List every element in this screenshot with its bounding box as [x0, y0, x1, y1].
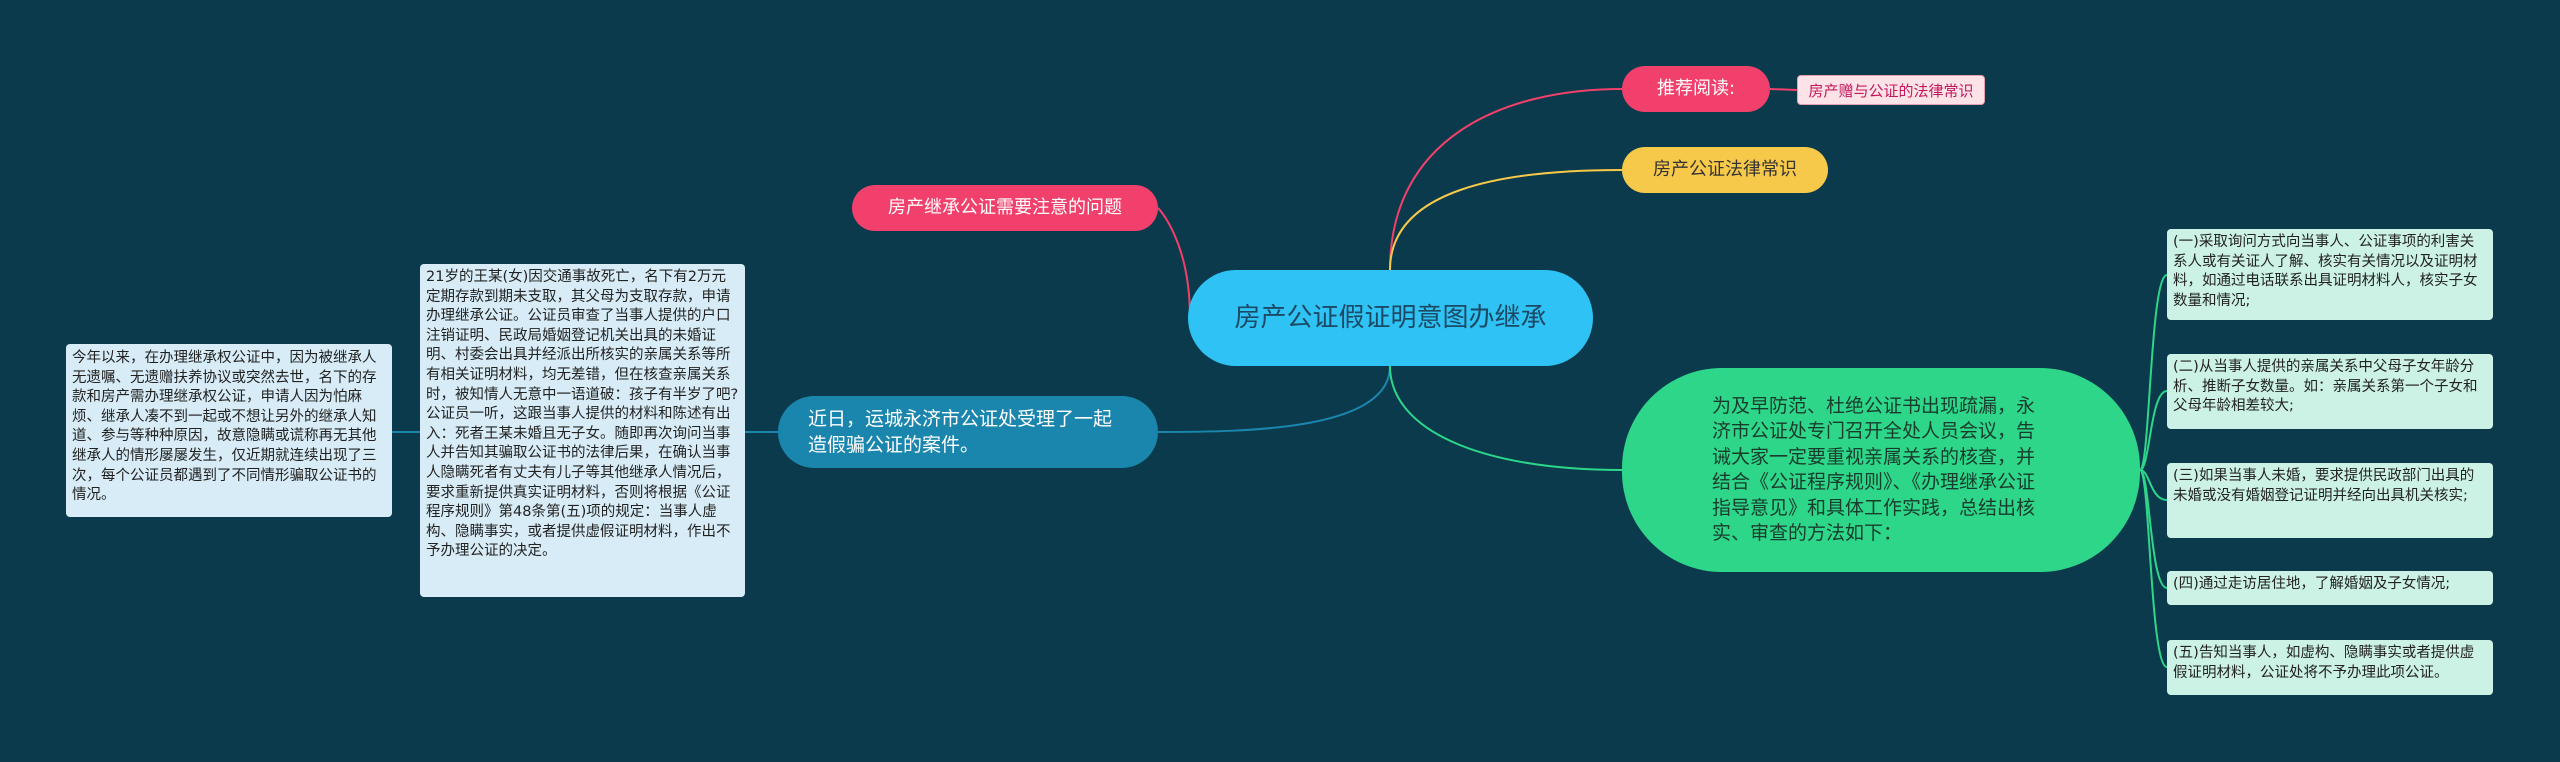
- recommend-reading-node[interactable]: 推荐阅读:: [1622, 66, 1770, 112]
- case-node[interactable]: 近日，运城永济市公证处受理了一起造假骗公证的案件。: [778, 396, 1158, 468]
- link-center-recommend: [1389, 88, 1623, 271]
- link-prevent-item-1: [2139, 274, 2168, 471]
- inheritance-issue-node[interactable]: 房产继承公证需要注意的问题: [852, 185, 1158, 231]
- link-prevent-item-5: [2139, 469, 2168, 668]
- link-center-case: [1157, 365, 1391, 433]
- law-knowledge-node[interactable]: 房产公证法律常识: [1622, 147, 1828, 193]
- central-topic[interactable]: 房产公证假证明意图办继承: [1188, 270, 1593, 366]
- method-item-2: (二)从当事人提供的亲属关系中父母子女年龄分析、推断子女数量。如：亲属关系第一个…: [2167, 354, 2493, 429]
- prevention-node[interactable]: 为及早防范、杜绝公证书出现疏漏，永济市公证处专门召开全处人员会议，告诫大家一定要…: [1622, 368, 2140, 572]
- method-item-1: (一)采取询问方式向当事人、公证事项的利害关系人或有关证人了解、核实有关情况以及…: [2167, 229, 2493, 320]
- case-background-note: 今年以来，在办理继承权公证中，因为被继承人无遗嘱、无遗赠扶养协议或突然去世，名下…: [66, 344, 392, 517]
- link-center-prevent: [1389, 365, 1623, 471]
- recommend-article-link[interactable]: 房产赠与公证的法律常识: [1797, 75, 1985, 105]
- link-center-law: [1389, 169, 1623, 271]
- link-center-issue: [1157, 207, 1191, 319]
- method-item-3: (三)如果当事人未婚，要求提供民政部门出具的未婚或没有婚姻登记证明并经向出具机关…: [2167, 463, 2493, 538]
- link-recommend-article: [1769, 88, 1798, 91]
- link-prevent-item-2: [2139, 390, 2168, 471]
- method-item-4: (四)通过走访居住地，了解婚姻及子女情况;: [2167, 571, 2493, 605]
- method-item-5: (五)告知当事人，如虚构、隐瞒事实或者提供虚假证明材料，公证处将不予办理此项公证…: [2167, 640, 2493, 695]
- case-story-note: 21岁的王某(女)因交通事故死亡，名下有2万元定期存款到期未支取，其父母为支取存…: [420, 264, 745, 597]
